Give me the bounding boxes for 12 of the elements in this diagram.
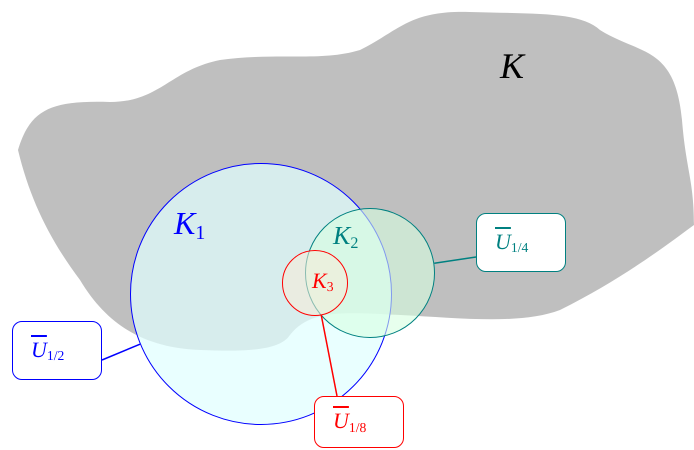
callout-box [12,321,102,380]
callout-label: U$_{1/2}$ [31,336,64,364]
circle-label: K$_{1}$ [174,207,206,244]
callout-box [314,396,404,448]
leader-line [102,344,140,361]
circle-label: K$_{2}$ [333,223,358,252]
region-label: K [500,48,524,84]
circle-label: K$_{3}$ [312,270,334,294]
callout-label: U$_{1/8}$ [333,408,366,436]
leader-line [434,256,476,264]
callout-label: U$_{1/4}$ [495,228,528,256]
leader-line [320,315,338,396]
